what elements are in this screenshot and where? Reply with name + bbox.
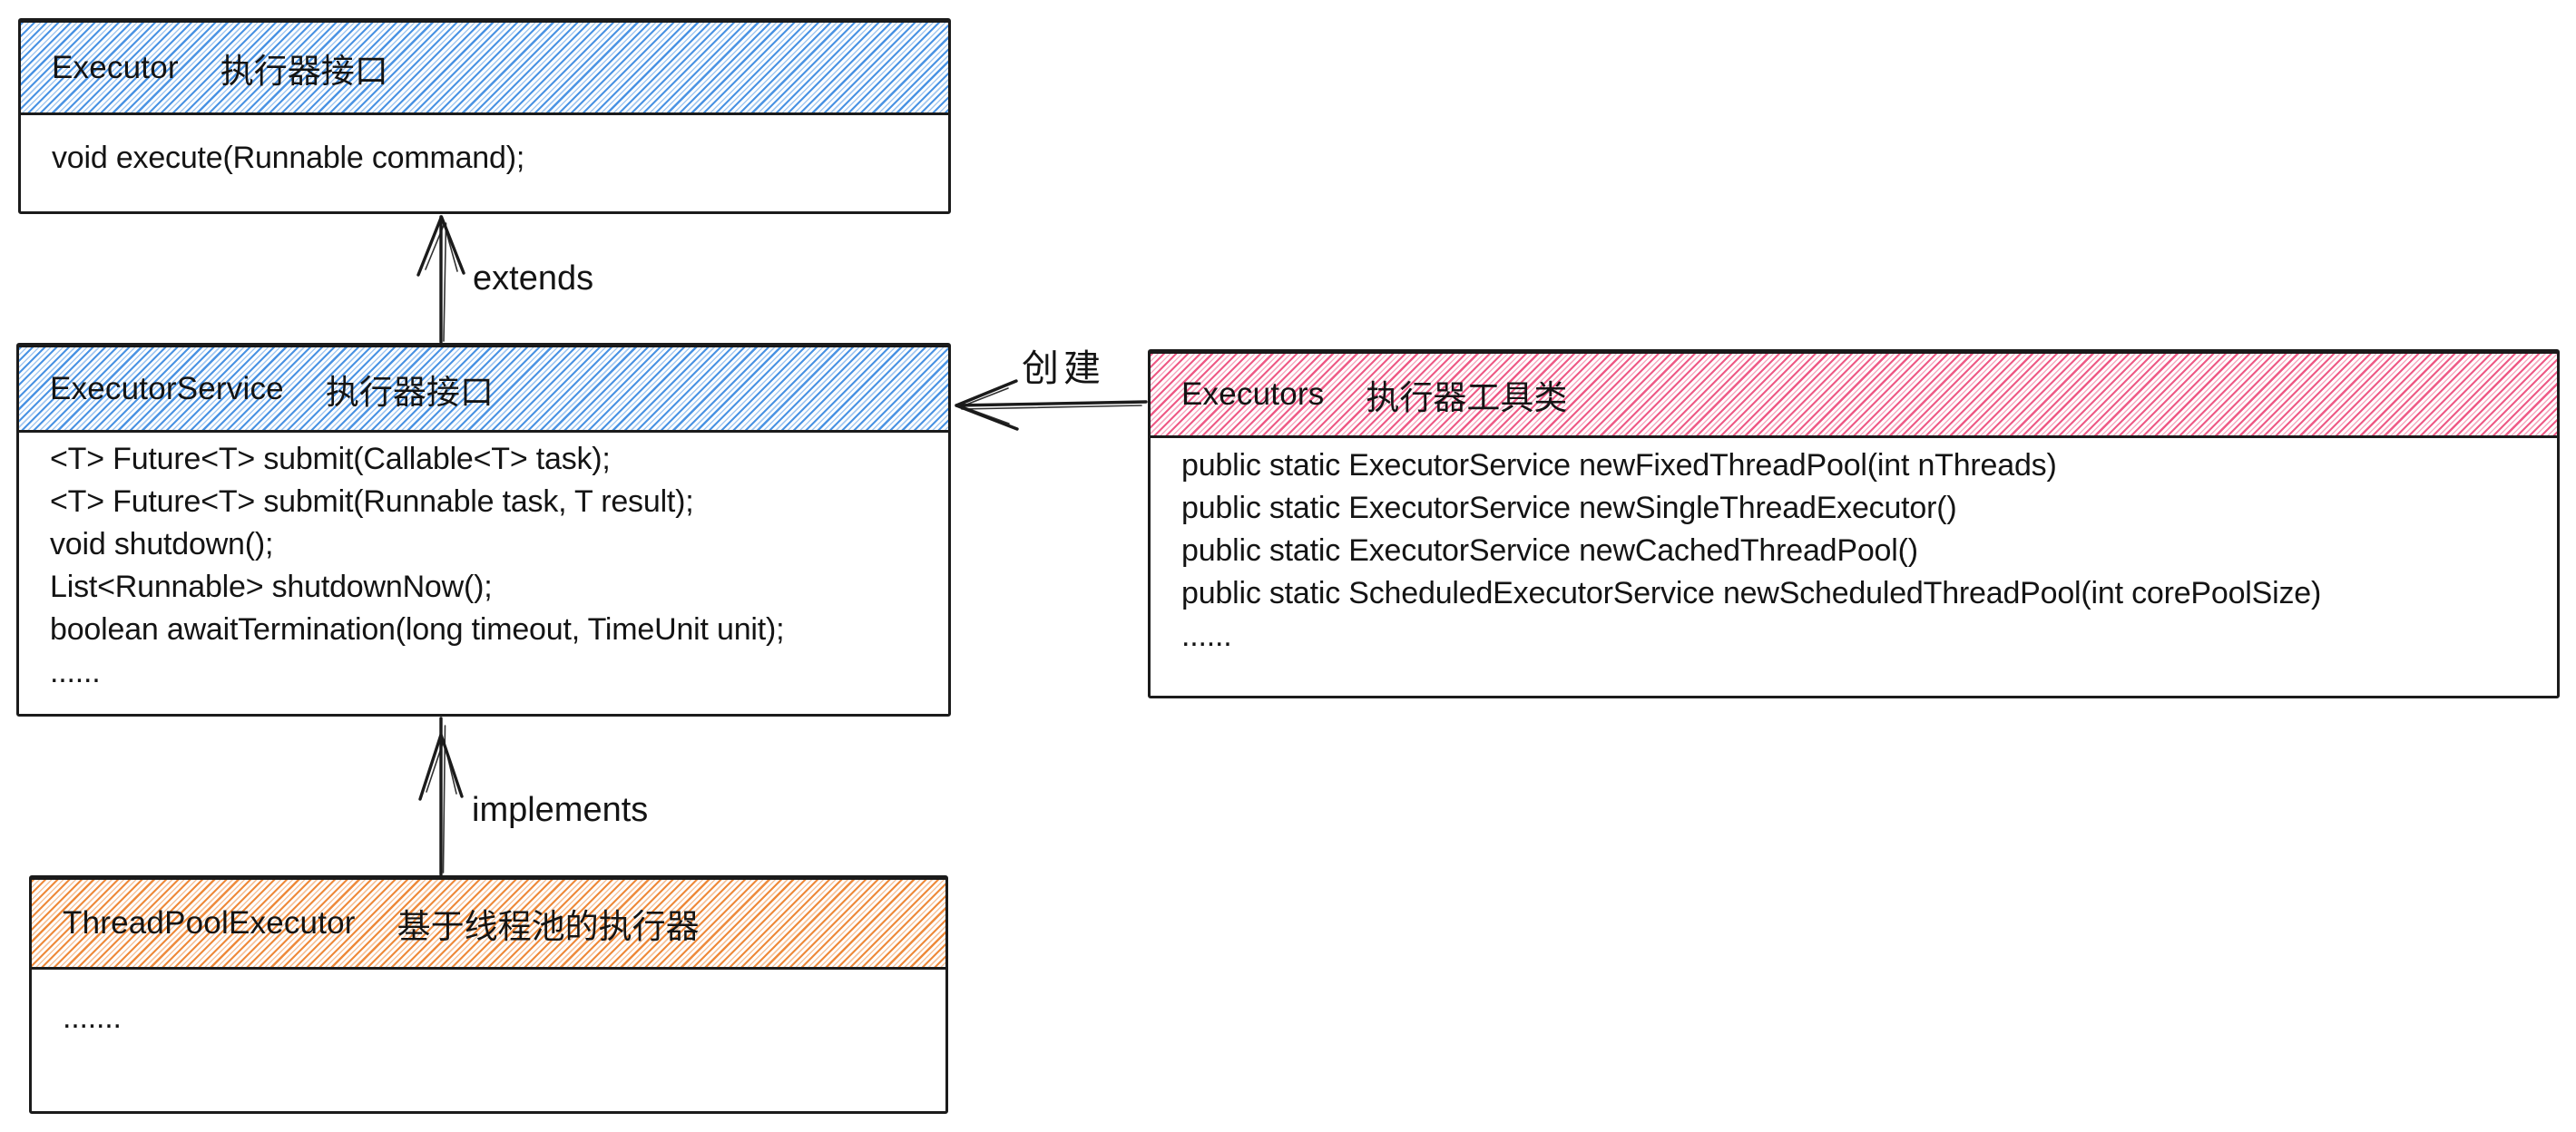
create-label: 创建: [1022, 347, 1105, 389]
executor-header: Executor 执行器接口: [21, 23, 948, 115]
method-line: ......: [1181, 619, 1232, 653]
executorservice-interface-box: ExecutorService 执行器接口 <T> Future<T> subm…: [16, 343, 951, 717]
method-line: ......: [50, 655, 101, 689]
method-line: <T> Future<T> submit(Runnable task, T re…: [50, 484, 694, 519]
method-line: boolean awaitTermination(long timeout, T…: [50, 612, 785, 647]
extends-arrow: [416, 215, 465, 344]
method-line: public static ExecutorService newCachedT…: [1181, 533, 1918, 568]
implements-arrow: [418, 717, 464, 876]
method-line: public static ExecutorService newSingleT…: [1181, 491, 1957, 525]
method-line: public static ScheduledExecutorService n…: [1181, 576, 2322, 610]
threadpoolexecutor-subtitle: 基于线程池的执行器: [397, 908, 700, 945]
implements-label: implements: [472, 791, 649, 829]
executors-header: Executors 执行器工具类: [1151, 354, 2557, 438]
method-line: <T> Future<T> submit(Callable<T> task);: [50, 442, 611, 476]
method-line: List<Runnable> shutdownNow();: [50, 570, 493, 604]
method-line: public static ExecutorService newFixedTh…: [1181, 448, 2057, 483]
executorservice-header: ExecutorService 执行器接口: [19, 347, 948, 433]
method-line: void shutdown();: [50, 527, 274, 561]
executors-class-name: Executors: [1181, 376, 1325, 412]
method-line: void execute(Runnable command);: [52, 141, 525, 175]
executors-method-list: public static ExecutorService newFixedTh…: [1151, 438, 2557, 658]
executorservice-method-list: <T> Future<T> submit(Callable<T> task); …: [19, 433, 948, 694]
executor-interface-box: Executor 执行器接口 void execute(Runnable com…: [18, 18, 951, 214]
threadpoolexecutor-class-name: ThreadPoolExecutor: [63, 905, 356, 941]
executor-subtitle: 执行器接口: [220, 52, 388, 90]
extends-label: extends: [473, 259, 594, 298]
executor-class-name: Executor: [52, 49, 179, 85]
executors-subtitle: 执行器工具类: [1366, 379, 1568, 416]
executors-utility-box: Executors 执行器工具类 public static ExecutorS…: [1148, 349, 2560, 698]
executorservice-subtitle: 执行器接口: [325, 373, 494, 411]
method-line: .......: [63, 1000, 122, 1035]
executor-method-list: void execute(Runnable command);: [21, 115, 948, 180]
threadpoolexecutor-method-list: .......: [32, 970, 945, 1039]
threadpoolexecutor-class-box: ThreadPoolExecutor 基于线程池的执行器 .......: [29, 875, 948, 1114]
executorservice-class-name: ExecutorService: [50, 370, 284, 406]
threadpoolexecutor-header: ThreadPoolExecutor 基于线程池的执行器: [32, 880, 945, 970]
